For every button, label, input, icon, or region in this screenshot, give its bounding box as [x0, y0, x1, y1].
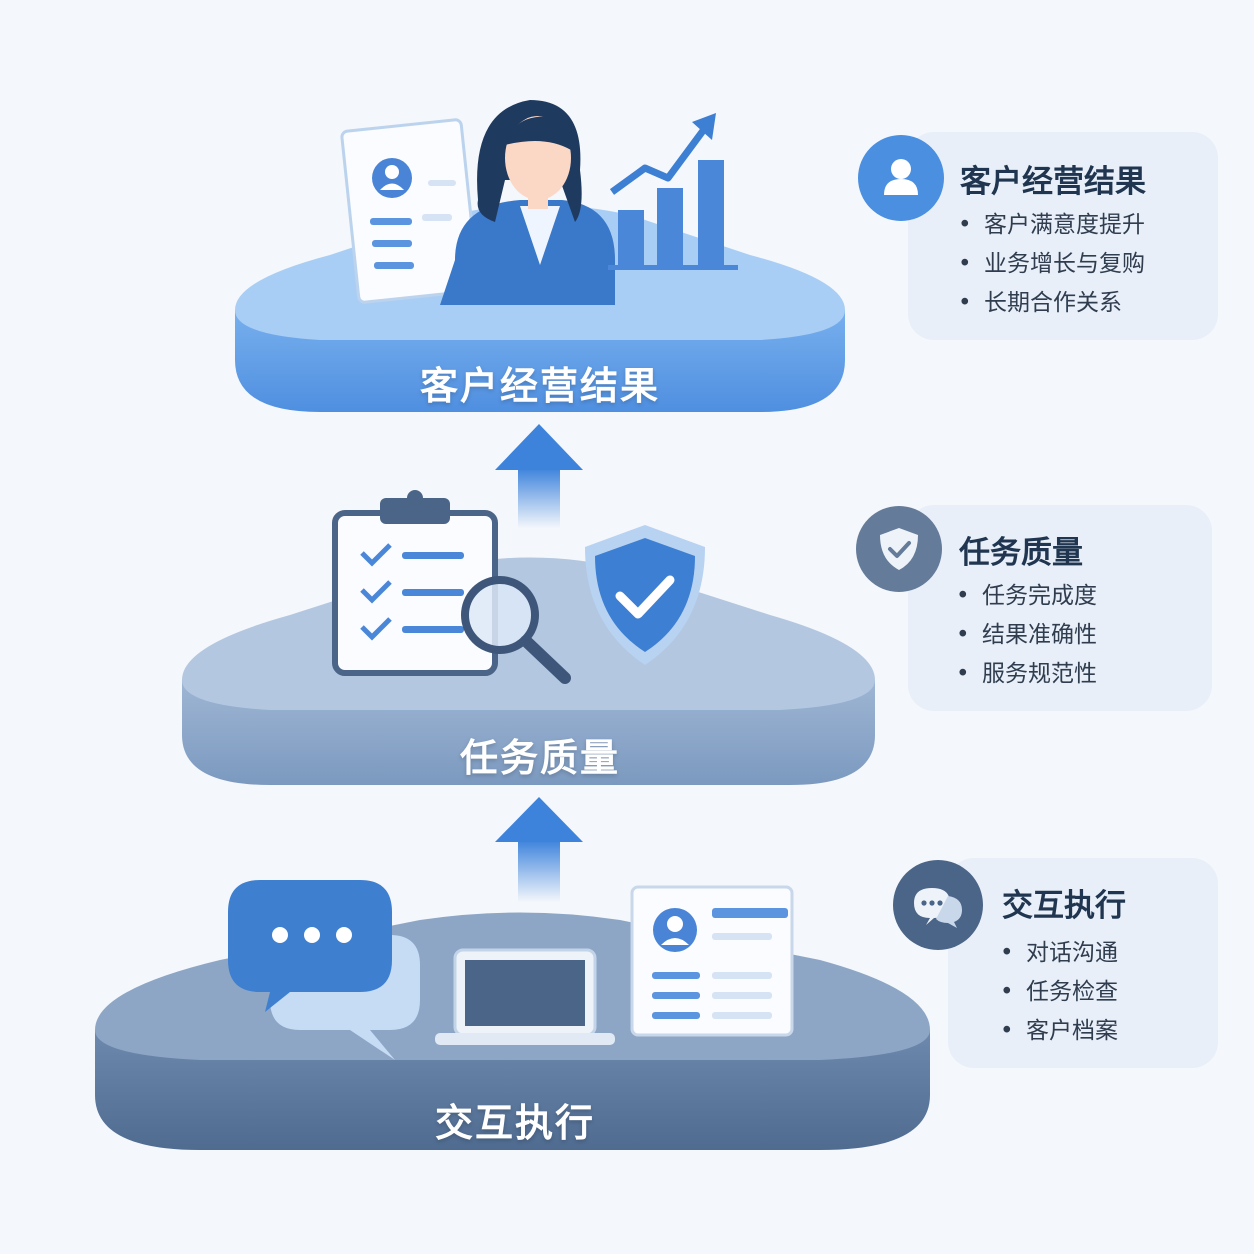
card-execution-list: 对话沟通 任务检查 客户档案 — [1000, 934, 1118, 1051]
card-quality-list: 任务完成度 结果准确性 服务规范性 — [956, 577, 1097, 694]
card-outcome-title: 客户经营结果 — [960, 164, 1146, 200]
laptop-icon — [435, 948, 615, 1045]
businesswoman-icon — [440, 100, 615, 305]
list-item: 业务增长与复购 — [958, 245, 1145, 284]
chat-bubbles-icon — [228, 880, 420, 1060]
shield-check-badge-icon — [856, 506, 942, 592]
tier-quality-label: 任务质量 — [459, 736, 620, 780]
profile-card-icon — [630, 885, 794, 1037]
arrow-up-lower — [495, 797, 583, 902]
tier-outcome-label: 客户经营结果 — [419, 364, 660, 408]
list-item: 长期合作关系 — [958, 284, 1145, 323]
list-item: 任务完成度 — [956, 577, 1097, 616]
card-execution-title: 交互执行 — [1002, 888, 1126, 924]
tier-execution-label: 交互执行 — [434, 1101, 595, 1145]
chat-badge-icon — [893, 860, 983, 950]
arrow-up-upper — [495, 424, 583, 528]
list-item: 对话沟通 — [1000, 934, 1118, 973]
card-outcome-list: 客户满意度提升 业务增长与复购 长期合作关系 — [958, 206, 1145, 323]
list-item: 客户满意度提升 — [958, 206, 1145, 245]
card-quality-title: 任务质量 — [959, 535, 1083, 571]
resume-doc-icon — [340, 118, 480, 304]
checklist-clipboard-icon — [332, 490, 498, 676]
magnifier-icon — [461, 576, 571, 684]
user-icon — [858, 135, 944, 221]
list-item: 结果准确性 — [956, 616, 1097, 655]
list-item: 服务规范性 — [956, 655, 1097, 694]
list-item: 任务检查 — [1000, 973, 1118, 1012]
list-item: 客户档案 — [1000, 1012, 1118, 1051]
growth-chart-icon — [608, 113, 738, 270]
shield-check-icon — [585, 525, 705, 665]
